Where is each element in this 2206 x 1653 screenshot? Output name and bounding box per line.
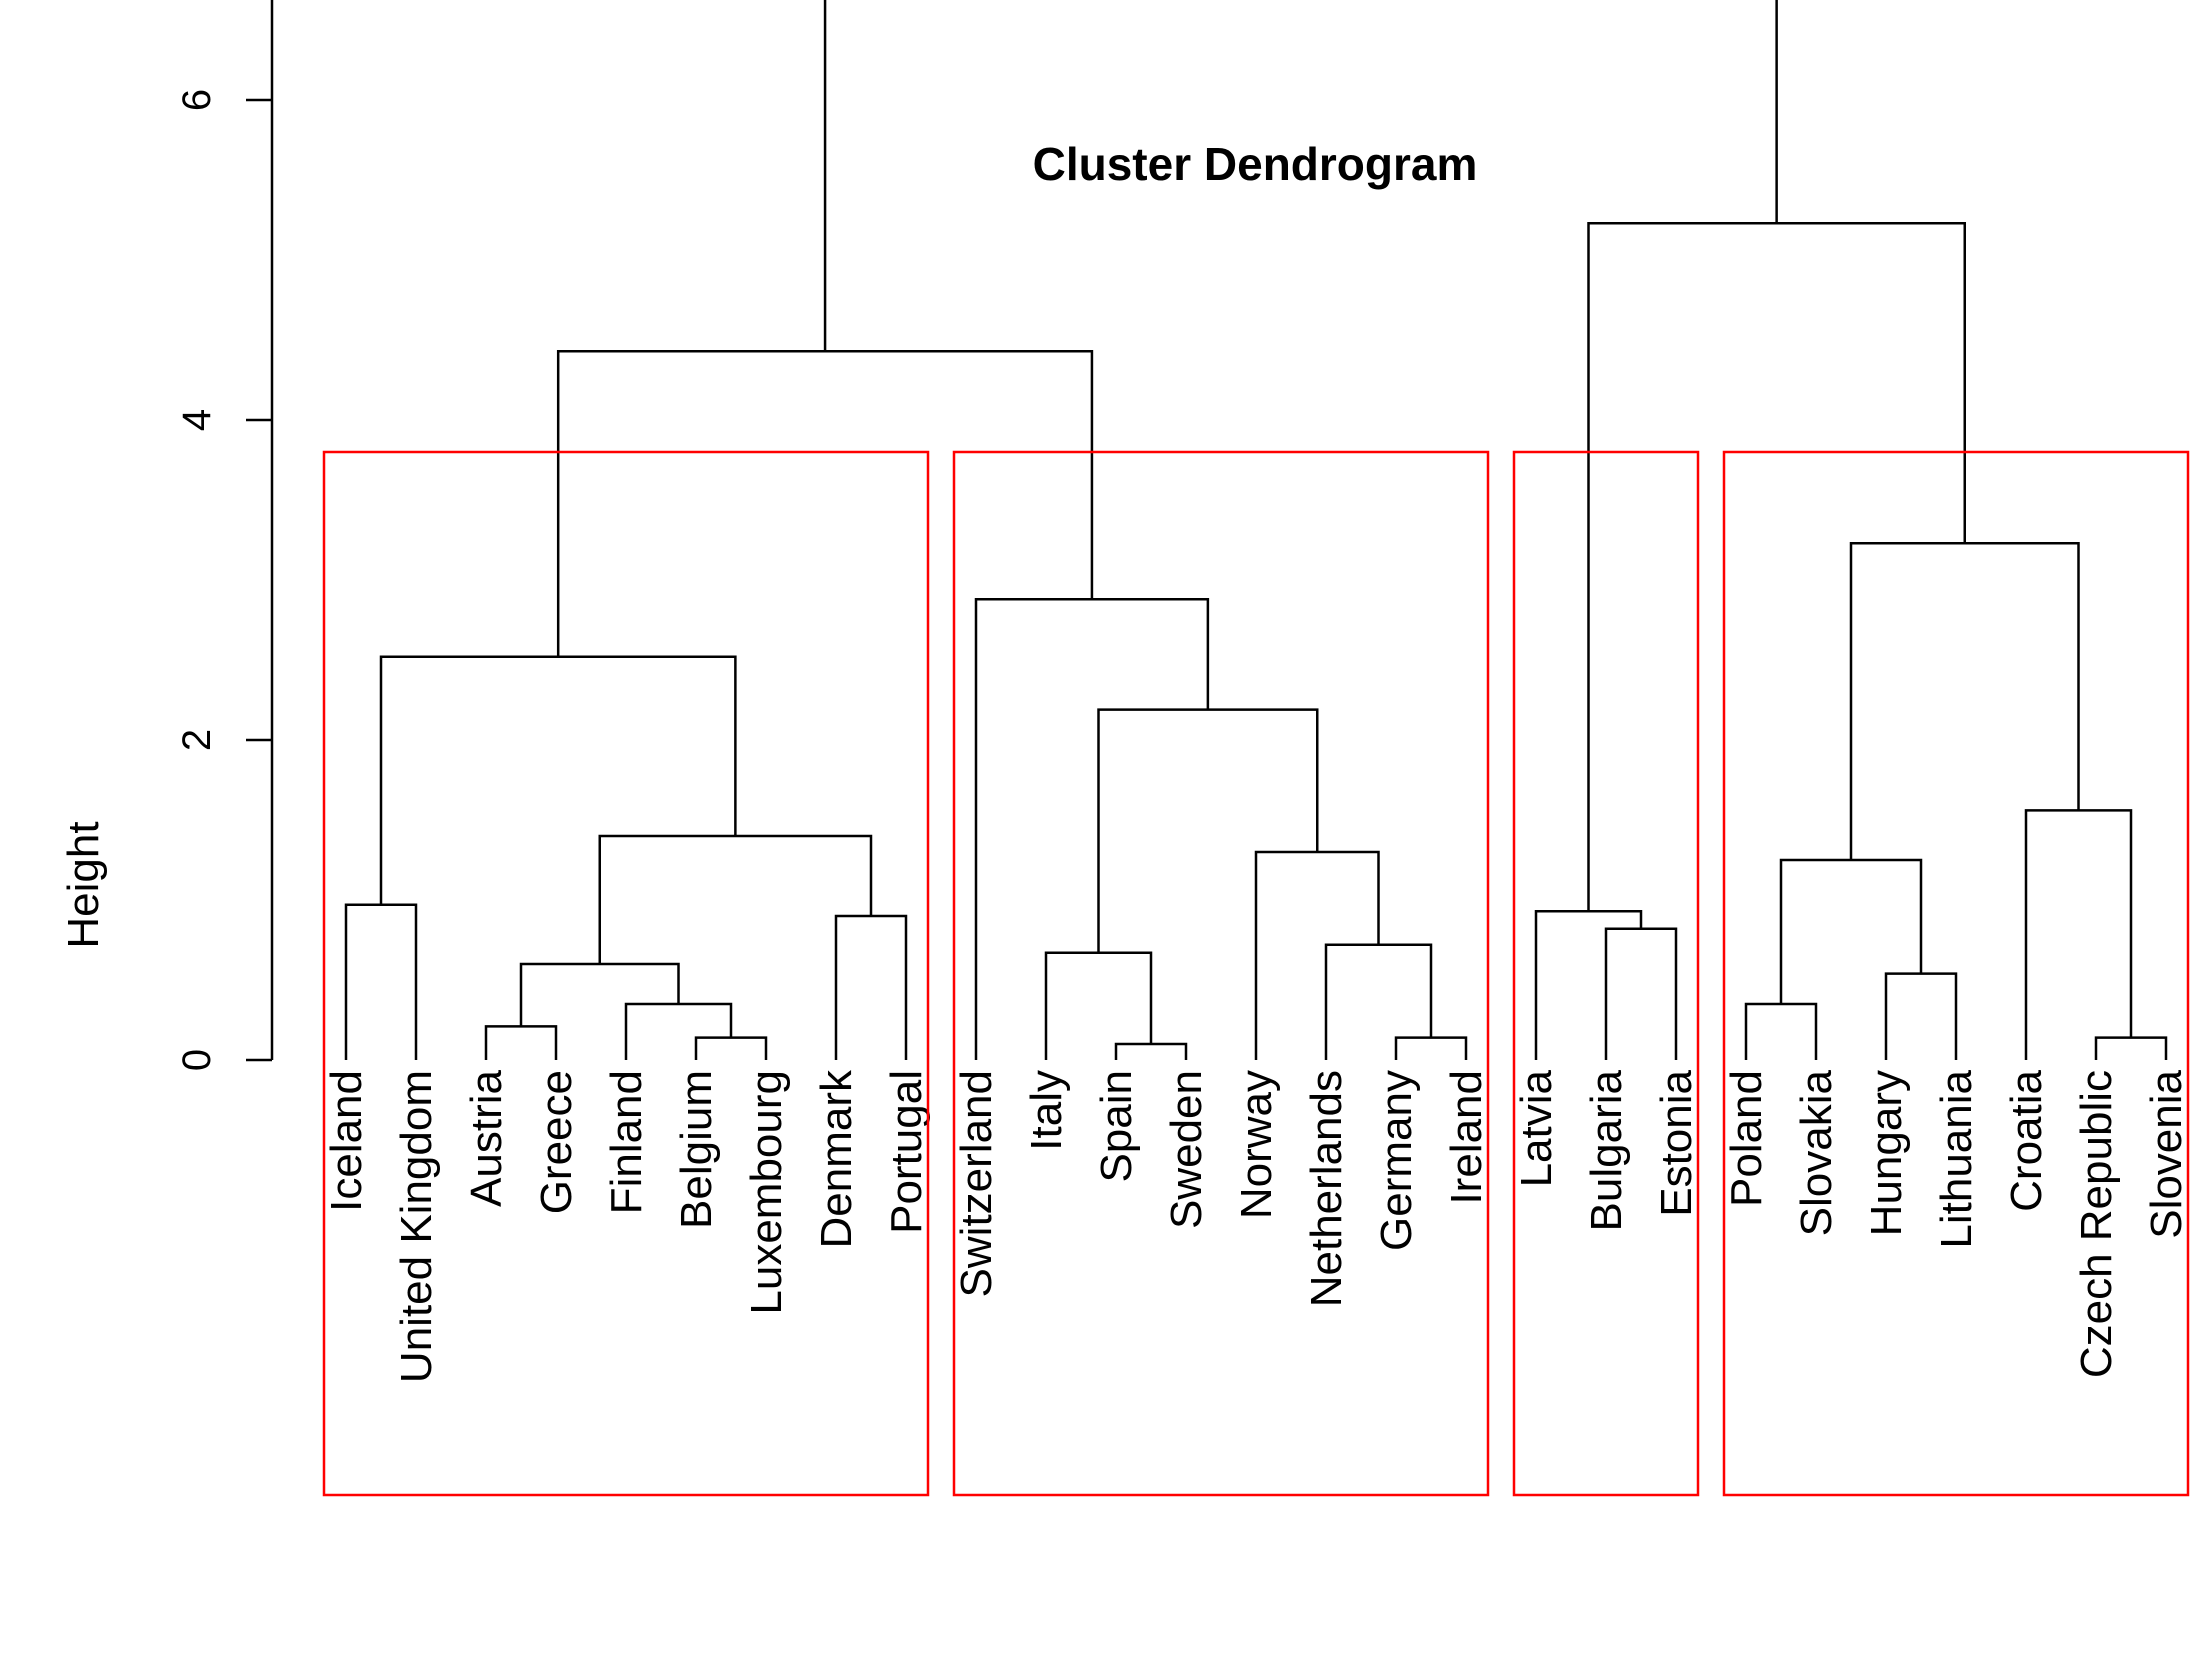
leaf-label: Italy [1022,1070,1071,1151]
dendrogram-link-n20 [1884,972,1958,1060]
leaf-label: Slovenia [2142,1069,2191,1238]
y-tick-label: 6 [175,89,219,111]
dendrogram-link-n23 [2024,809,2133,1060]
leaf-label: Estonia [1652,1069,1701,1216]
leaf-label: Luxembourg [742,1070,791,1315]
leaf-label: Iceland [322,1070,371,1212]
leaf-label: Switzerland [952,1070,1001,1297]
leaf-label: Belgium [672,1070,721,1229]
leaf-label: Ireland [1442,1070,1491,1205]
leaf-label: Bulgaria [1582,1069,1631,1231]
cluster-boxes [322,450,2190,1497]
dendrogram-link-n15 [974,597,1210,1060]
dendrogram-link-n18 [1534,909,1643,1060]
leaf-label: Sweden [1162,1070,1211,1229]
dendrogram-link-n16 [556,349,1094,657]
leaf-label: Austria [462,1069,511,1206]
y-axis-label: Height [59,821,108,948]
leaf-label: Finland [602,1070,651,1214]
dendrogram-branches [344,0,2168,1060]
dendrogram-link-n2 [484,1025,558,1060]
leaf-label: United Kingdom [392,1070,441,1383]
leaf-label: Slovakia [1792,1069,1841,1236]
leaf-label: Germany [1372,1070,1421,1251]
y-tick-label: 4 [175,409,219,431]
leaf-label: Lithuania [1932,1069,1981,1248]
cluster-box-3 [1512,450,1700,1497]
dendrogram-link-n9 [1114,1042,1188,1060]
leaf-label: Croatia [2002,1069,2051,1211]
leaf-label: Netherlands [1302,1070,1351,1307]
dendrogram-link-n11 [1394,1036,1468,1060]
leaf-label: Hungary [1862,1070,1911,1236]
cluster-box-1 [322,450,930,1497]
dendrogram-link-n1 [344,903,418,1060]
dendrogram-link-n14 [1097,708,1319,953]
leaf-label: Spain [1092,1070,1141,1183]
dendrogram-link-n21 [1779,858,1923,1004]
chart-title: Cluster Dendrogram [1033,138,1478,190]
dendrogram-link-n19 [1744,1002,1818,1060]
leaf-label: Greece [532,1070,581,1214]
dendrogram-link-n6 [834,914,908,1060]
dendrogram-link-n5 [519,962,680,1027]
cluster-box-4 [1722,450,2190,1497]
leaf-label: Czech Republic [2072,1070,2121,1378]
leaf-label: Portugal [882,1070,931,1234]
cluster-box-2 [952,450,1490,1497]
y-axis: 02468 [175,0,274,1071]
dendrogram-link-n8 [379,655,737,905]
dendrogram-link-n22 [2094,1036,2168,1060]
y-tick-label: 2 [175,729,219,751]
dendrogram-link-n12 [1324,943,1433,1060]
dendrogram-link-n7 [598,834,873,964]
dendrogram-link-n4 [624,1002,733,1060]
dendrogram-link-n25 [1587,221,1966,912]
leaf-label: Denmark [812,1069,861,1248]
dendrogram-link-n13 [1254,850,1380,1060]
dendrogram-link-n3 [694,1036,768,1060]
y-tick-label: 0 [175,1049,219,1071]
dendrogram-link-n24 [1849,541,2080,860]
leaf-label: Poland [1722,1070,1771,1207]
leaf-label: Latvia [1512,1069,1561,1187]
leaf-label: Norway [1232,1070,1281,1219]
dendrogram-link-n17 [1604,927,1678,1060]
leaf-labels: Iceland United Kingdom Austria Greece Finlan… [322,1069,2191,1383]
